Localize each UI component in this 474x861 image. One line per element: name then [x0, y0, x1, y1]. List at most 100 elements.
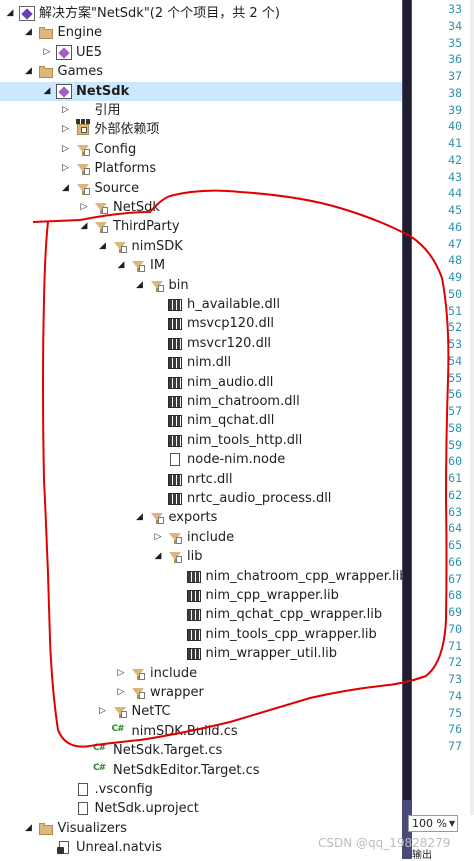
tree-row[interactable]: nim_qchat.dll — [0, 411, 402, 430]
collapsed-arrow-icon[interactable]: ▷ — [117, 687, 125, 697]
file-icon — [167, 452, 183, 467]
tree-row[interactable]: nim_tools_cpp_wrapper.lib — [0, 625, 402, 644]
tree-row[interactable]: node-nim.node — [0, 450, 402, 469]
tree-row[interactable]: ▷wrapper — [0, 683, 402, 702]
line-number: 43 — [448, 169, 462, 184]
tree-row-label: NetSdk — [76, 83, 130, 99]
expanded-arrow-icon[interactable]: ◢ — [25, 822, 32, 833]
tree-row[interactable]: msvcr120.dll — [0, 334, 402, 353]
tree-row[interactable]: nim.dll — [0, 353, 402, 372]
tree-row[interactable]: ◢ NetSdk — [0, 81, 402, 101]
tree-row[interactable]: .vsconfig — [0, 780, 402, 799]
filter-folder-icon — [112, 239, 128, 254]
tree-row[interactable]: msvcp120.dll — [0, 314, 402, 333]
line-number: 53 — [448, 337, 462, 351]
filter-folder-icon — [130, 685, 146, 700]
tree-row[interactable]: nim_qchat_cpp_wrapper.lib — [0, 605, 402, 624]
tree-row[interactable]: C#NetSdkEditor.Target.cs — [0, 761, 402, 780]
expanded-arrow-icon[interactable]: ◢ — [6, 8, 14, 18]
line-number: 38 — [448, 85, 462, 100]
tree-row[interactable]: ◢Games — [0, 62, 402, 81]
tree-row[interactable]: nrtc_audio_process.dll — [0, 489, 402, 508]
line-number: 63 — [448, 504, 462, 519]
expanded-arrow-icon[interactable]: ◢ — [154, 551, 162, 562]
tree-row[interactable]: ◢nimSDK — [0, 237, 402, 256]
expanded-arrow-icon[interactable]: ◢ — [25, 66, 32, 77]
tree-row[interactable]: ◢Source — [0, 179, 402, 198]
dll-icon — [167, 394, 183, 409]
tree-row[interactable]: nim_audio.dll — [0, 373, 402, 392]
tree-row[interactable]: ◢ 解决方案"NetSdk"(2 个个项目，共 2 个) — [0, 4, 402, 23]
expanded-arrow-icon[interactable]: ◢ — [25, 27, 32, 38]
tree-row[interactable]: ◢Visualizers — [0, 819, 402, 838]
tree-row[interactable]: Unreal.natvis — [0, 838, 402, 857]
scrollbar-thumb[interactable] — [403, 0, 411, 800]
tree-row-label: nimSDK.Build.cs — [131, 723, 238, 739]
line-number: 68 — [448, 588, 462, 603]
zoom-dropdown[interactable]: 100 % — [408, 815, 458, 832]
line-number: 72 — [448, 655, 462, 670]
collapsed-arrow-icon[interactable]: ▷ — [62, 163, 69, 174]
tree-row[interactable]: nim_tools_http.dll — [0, 431, 402, 450]
tree-row[interactable]: ▷外部依赖项 — [0, 120, 402, 139]
tree-row-label: node-nim.node — [187, 452, 286, 468]
tree-row[interactable]: ◢exports — [0, 508, 402, 527]
tree-row-label: nim_chatroom_cpp_wrapper.lib — [205, 568, 403, 584]
expanded-arrow-icon[interactable]: ◢ — [80, 221, 88, 232]
expanded-arrow-icon[interactable]: ◢ — [117, 260, 125, 271]
collapsed-arrow-icon[interactable]: ▷ — [62, 143, 69, 154]
tree-row[interactable]: nim_cpp_wrapper.lib — [0, 586, 402, 605]
filter-folder-icon — [75, 142, 91, 157]
tree-row[interactable]: ▷NetTC — [0, 702, 402, 721]
tree-row-label: msvcr120.dll — [187, 335, 272, 351]
tree-row[interactable]: ▷Platforms — [0, 159, 402, 178]
expanded-arrow-icon[interactable]: ◢ — [136, 512, 143, 523]
line-number: 56 — [448, 387, 462, 402]
solution-explorer-tree[interactable]: ◢ 解决方案"NetSdk"(2 个个项目，共 2 个) ◢Engine▷UE5◢G… — [0, 0, 402, 859]
line-number: 67 — [448, 571, 462, 586]
tree-row-label: h_available.dll — [187, 297, 281, 312]
collapsed-arrow-icon[interactable]: ▷ — [80, 202, 88, 212]
tree-row-label: NetSdkEditor.Target.cs — [113, 762, 260, 778]
chevron-down-icon[interactable]: ▼ — [449, 819, 456, 828]
collapsed-arrow-icon[interactable]: ▷ — [99, 706, 106, 717]
tree-row[interactable]: NetSdk.uproject — [0, 799, 402, 818]
tree-row[interactable]: ◢Engine — [0, 23, 402, 42]
tree-row[interactable]: nim_chatroom.dll — [0, 392, 402, 411]
tree-row[interactable]: nim_chatroom_cpp_wrapper.lib — [0, 567, 402, 586]
collapsed-arrow-icon[interactable]: ▷ — [62, 124, 69, 135]
collapsed-arrow-icon[interactable]: ▷ — [43, 46, 51, 57]
tree-row[interactable]: ▷Config — [0, 140, 402, 159]
tree-row[interactable]: ▷引用 — [0, 101, 402, 124]
dll-icon — [167, 375, 183, 390]
tree-row[interactable]: C#NetSdk.Target.cs — [0, 741, 402, 760]
tree-row[interactable]: ▷UE5 — [0, 43, 402, 62]
tree-row[interactable]: h_available.dll — [0, 295, 402, 314]
collapsed-arrow-icon[interactable]: ▷ — [154, 531, 162, 542]
line-number: 51 — [448, 303, 462, 318]
tree-row-label: 解决方案"NetSdk"(2 个个项目，共 2 个) — [39, 6, 280, 21]
expanded-arrow-icon[interactable]: ◢ — [62, 182, 69, 193]
tree-row[interactable]: ▷include — [0, 664, 402, 683]
tree-row[interactable]: ▷NetSdk — [0, 198, 402, 217]
tree-row[interactable]: ▷include — [0, 528, 402, 547]
tree-row[interactable]: ◢IM — [0, 256, 402, 275]
tree-row[interactable]: C#nimSDK.Build.cs — [0, 722, 402, 741]
dll-icon — [167, 413, 183, 428]
tree-row[interactable]: ◢bin — [0, 276, 402, 295]
dll-icon — [167, 472, 183, 487]
output-tab[interactable]: 输出 — [412, 850, 432, 861]
expanded-arrow-icon[interactable]: ◢ — [99, 240, 106, 251]
dll-icon — [167, 355, 183, 370]
expanded-arrow-icon[interactable]: ◢ — [43, 85, 51, 96]
collapsed-arrow-icon[interactable]: ▷ — [62, 105, 69, 115]
tree-row[interactable]: ◢lib — [0, 547, 402, 566]
expanded-arrow-icon[interactable]: ◢ — [136, 279, 143, 290]
tree-row[interactable]: ◢ThirdParty — [0, 217, 402, 236]
line-number: 40 — [448, 119, 462, 134]
filter-folder-icon — [130, 666, 146, 681]
tree-row[interactable]: nim_wrapper_util.lib — [0, 644, 402, 663]
project-icon — [56, 44, 72, 60]
collapsed-arrow-icon[interactable]: ▷ — [117, 667, 125, 678]
tree-row[interactable]: nrtc.dll — [0, 470, 402, 489]
